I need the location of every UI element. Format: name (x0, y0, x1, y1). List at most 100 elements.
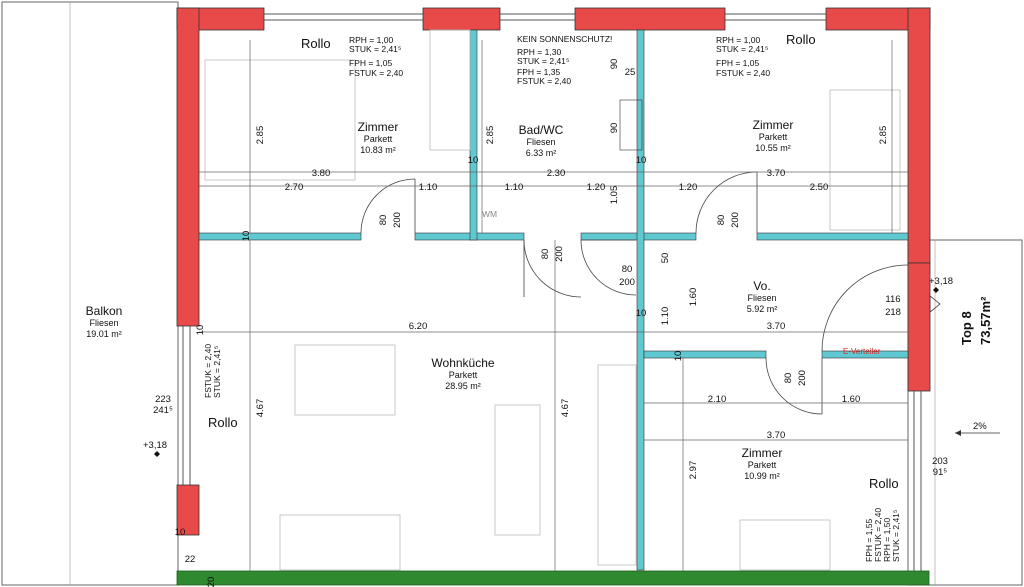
svg-text:Top 8: Top 8 (959, 311, 974, 345)
svg-text:6.20: 6.20 (409, 321, 428, 332)
svg-text:80: 80 (783, 373, 794, 384)
svg-text:10: 10 (636, 308, 647, 319)
svg-text:10: 10 (175, 527, 186, 538)
svg-text:3.80: 3.80 (312, 168, 331, 179)
svg-text:28.95 m²: 28.95 m² (445, 381, 481, 391)
svg-text:10: 10 (673, 351, 684, 362)
svg-text:80: 80 (378, 215, 389, 226)
svg-text:FSTUK = 2,40: FSTUK = 2,40 (716, 68, 770, 78)
svg-text:Zimmer: Zimmer (753, 118, 794, 132)
svg-text:20: 20 (206, 577, 217, 587)
rollo-label-4: Rollo (869, 476, 899, 491)
svg-text:Fliesen: Fliesen (747, 293, 776, 303)
svg-text:Zimmer: Zimmer (742, 446, 783, 460)
room-vorraum: Vo. Fliesen 5.92 m² (747, 279, 778, 314)
svg-text:200: 200 (392, 212, 403, 228)
dimension-texts: 3.80 2.30 3.70 2.70 1.10 1.10 1.20 1.20 … (175, 59, 889, 587)
svg-text:241⁵: 241⁵ (153, 405, 173, 416)
outer-walls (176, 7, 931, 536)
svg-text:2.97: 2.97 (688, 461, 699, 480)
svg-text:3.70: 3.70 (767, 168, 786, 179)
svg-text:2.70: 2.70 (285, 182, 304, 193)
window-note-bottom-right: FPH = 1,55 FSTUK = 2,40 RPH = 1,50 STUK … (864, 508, 901, 562)
svg-text:10.83 m²: 10.83 m² (360, 145, 396, 155)
svg-text:Fliesen: Fliesen (89, 318, 118, 328)
svg-text:FPH = 1,35: FPH = 1,35 (517, 67, 561, 77)
svg-text:RPH = 1,00: RPH = 1,00 (716, 35, 760, 45)
door-swings (360, 171, 909, 415)
wm-label: WM (482, 209, 497, 219)
svg-text:200: 200 (730, 212, 741, 228)
svg-text:2%: 2% (973, 421, 987, 432)
level-marker-icon-2 (933, 287, 939, 293)
svg-text:+3,18: +3,18 (929, 276, 953, 287)
window-note-left: FSTUK = 2,40 STUK = 2,41⁵ (203, 344, 222, 398)
partitions (198, 29, 909, 571)
svg-text:RPH = 1,00: RPH = 1,00 (349, 35, 393, 45)
svg-text:1.60: 1.60 (842, 394, 861, 405)
svg-text:4.67: 4.67 (560, 399, 571, 418)
window-note-2: KEIN SONNENSCHUTZ! RPH = 1,30 STUK = 2,4… (517, 34, 612, 86)
svg-text:FSTUK = 2,40: FSTUK = 2,40 (873, 508, 883, 562)
room-zimmer-2: Zimmer Parkett 10.55 m² (753, 118, 794, 153)
room-balkon: Balkon Fliesen 19.01 m² (86, 304, 123, 339)
svg-text:RPH = 1,50: RPH = 1,50 (882, 518, 892, 562)
unit-label: Top 8 73,57m² (959, 296, 993, 345)
svg-text:1.10: 1.10 (419, 182, 438, 193)
furniture (204, 29, 901, 571)
arrow-icon (929, 295, 941, 313)
level-marker-icon (154, 451, 160, 457)
svg-text:10: 10 (241, 231, 252, 242)
svg-text:200: 200 (797, 370, 808, 386)
window-note-1: RPH = 1,00 STUK = 2,41⁵ FPH = 1,05 FSTUK… (349, 35, 403, 78)
svg-text:1.20: 1.20 (679, 182, 698, 193)
svg-text:25: 25 (625, 67, 636, 78)
svg-text:218: 218 (885, 307, 901, 318)
window-dimensions: 223 241⁵ 203 91⁵ (153, 394, 948, 478)
svg-text:Bad/WC: Bad/WC (519, 123, 564, 137)
dimension-lines (199, 40, 908, 571)
room-bad-wc: Bad/WC Fliesen 6.33 m² (519, 123, 564, 158)
svg-text:80: 80 (540, 249, 551, 260)
svg-text:2.10: 2.10 (708, 394, 727, 405)
svg-text:2.30: 2.30 (547, 168, 566, 179)
svg-text:1.60: 1.60 (688, 288, 699, 307)
door-dimensions: 80 200 80 200 80 200 80 200 80 200 116 2… (378, 212, 901, 386)
svg-text:200: 200 (619, 277, 635, 288)
svg-text:Parkett: Parkett (748, 460, 777, 470)
svg-text:2.85: 2.85 (255, 126, 266, 145)
svg-text:203: 203 (932, 456, 948, 467)
rollo-label-1: Rollo (301, 36, 331, 51)
slope-indicator: 2% (955, 421, 1000, 436)
svg-text:3.70: 3.70 (767, 321, 786, 332)
svg-text:STUK = 2,41⁵: STUK = 2,41⁵ (716, 44, 768, 54)
svg-text:2.85: 2.85 (878, 126, 889, 145)
rollo-label-2: Rollo (786, 32, 816, 47)
svg-text:RPH = 1,30: RPH = 1,30 (517, 47, 561, 57)
svg-text:6.33 m²: 6.33 m² (526, 148, 557, 158)
svg-text:10.55 m²: 10.55 m² (755, 143, 791, 153)
svg-text:FPH = 1,05: FPH = 1,05 (716, 58, 760, 68)
svg-text:10: 10 (468, 155, 479, 166)
svg-text:19.01 m²: 19.01 m² (86, 329, 122, 339)
svg-text:KEIN SONNENSCHUTZ!: KEIN SONNENSCHUTZ! (517, 34, 612, 44)
svg-text:5.92 m²: 5.92 m² (747, 304, 778, 314)
svg-text:Zimmer: Zimmer (358, 120, 399, 134)
svg-text:Wohnküche: Wohnküche (431, 356, 494, 370)
svg-text:STUK = 2,41⁵: STUK = 2,41⁵ (891, 510, 901, 562)
room-zimmer-3: Zimmer Parkett 10.99 m² (742, 446, 783, 481)
floor-edge (176, 570, 930, 586)
svg-text:2.85: 2.85 (485, 126, 496, 145)
svg-text:223: 223 (155, 394, 171, 405)
svg-text:10: 10 (636, 155, 647, 166)
room-wohnkueche: Wohnküche Parkett 28.95 m² (431, 356, 494, 391)
svg-text:+3,18: +3,18 (143, 440, 167, 451)
svg-text:90: 90 (609, 123, 620, 134)
svg-text:Parkett: Parkett (759, 132, 788, 142)
window-note-3: RPH = 1,00 STUK = 2,41⁵ FPH = 1,05 FSTUK… (716, 35, 770, 78)
svg-text:1.10: 1.10 (660, 307, 671, 326)
svg-text:90: 90 (609, 59, 620, 70)
svg-text:STUK = 2,41⁵: STUK = 2,41⁵ (212, 346, 222, 398)
